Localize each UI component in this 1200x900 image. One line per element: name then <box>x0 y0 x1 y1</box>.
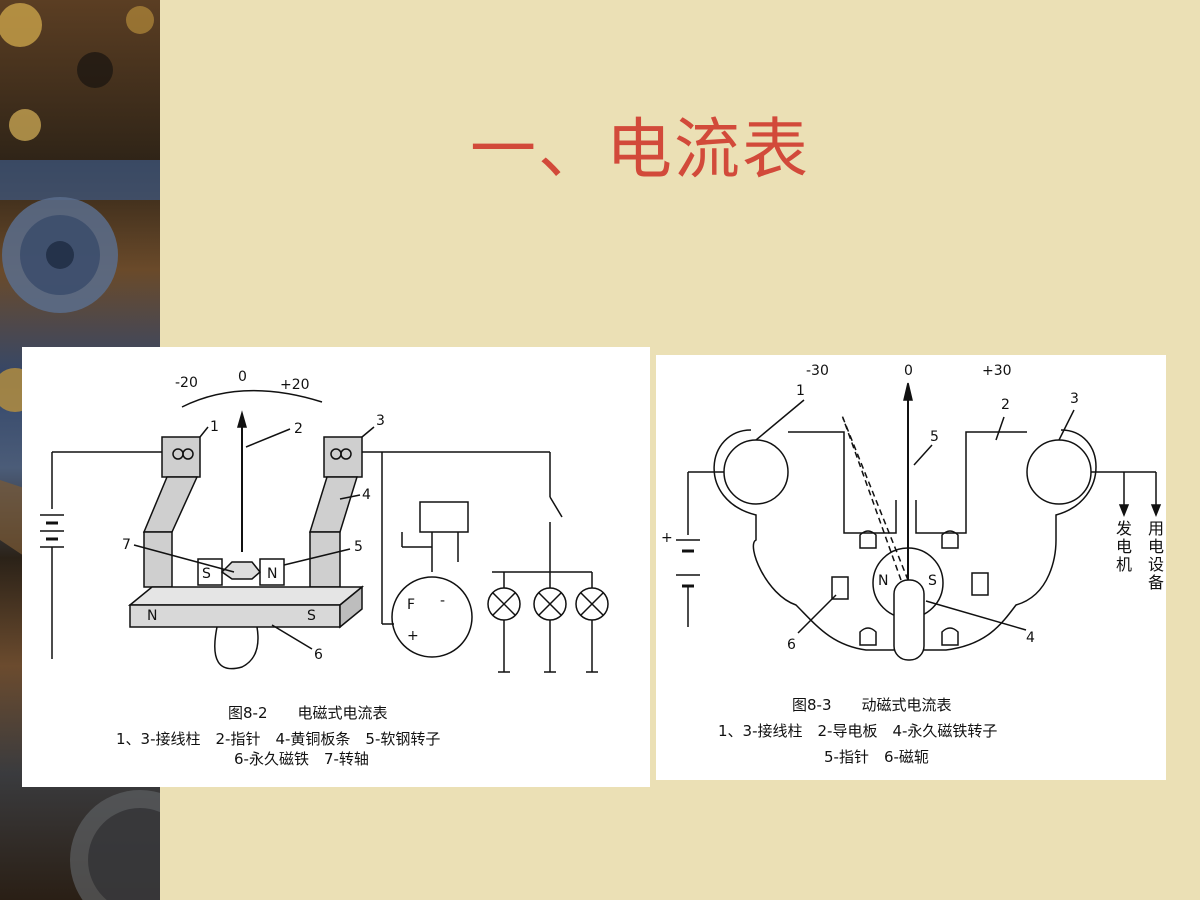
generator-label: - <box>440 593 446 609</box>
conductive-plate-inner <box>788 431 897 534</box>
yoke-tab <box>859 627 877 646</box>
callout-leader <box>755 399 805 441</box>
conductive-plate-inner <box>915 431 1027 534</box>
pointer-deflected <box>842 417 902 581</box>
scale-label: +30 <box>982 363 1012 379</box>
callout-leader <box>995 416 1005 441</box>
scale-label: 0 <box>238 369 247 385</box>
left-terminal-brass-strip <box>142 436 201 588</box>
moving-magnet-ammeter-diagram <box>676 382 1162 661</box>
right-terminal-circle <box>1026 439 1092 505</box>
battery-symbol <box>676 539 700 588</box>
generator-side-label: 发电机 <box>1115 519 1132 574</box>
callout-leader <box>913 444 933 466</box>
callout-label: 2 <box>294 421 303 437</box>
callout-label: 1 <box>210 419 219 435</box>
regulator-box <box>419 501 469 533</box>
callout-leader <box>925 600 1027 631</box>
generator-label: + <box>407 628 419 644</box>
callout-leader <box>797 594 837 634</box>
scale-label: -20 <box>175 375 198 391</box>
figure-caption-title: 图8-3 动磁式电流表 <box>792 696 952 714</box>
magnetic-yoke <box>831 576 849 600</box>
pointer-tip <box>237 410 247 428</box>
scale-label: -30 <box>806 363 829 379</box>
switch-blade <box>549 496 563 518</box>
figure-caption-line: 6-永久磁铁 7-转轴 <box>234 750 369 768</box>
yoke-tab <box>941 627 959 646</box>
callout-leader <box>283 548 351 566</box>
callout-label: 3 <box>376 413 385 429</box>
figure-moving-magnet-ammeter: -30 0 +30 1 2 3 4 5 6 N S + 发电机 用电设备 图8-… <box>656 355 1166 780</box>
slide-title: 一、电流表 <box>470 111 810 188</box>
figure-caption-title: 图8-2 电磁式电流表 <box>228 704 388 722</box>
generator-symbol <box>391 576 473 658</box>
soft-steel-rotor <box>220 561 262 580</box>
right-terminal-brass-strip <box>308 436 363 588</box>
magnet-top-face <box>127 586 365 606</box>
load-side-label: 用电设备 <box>1147 519 1164 592</box>
callout-leader <box>245 428 291 448</box>
magnetic-yoke <box>971 572 989 596</box>
callout-label: 3 <box>1070 391 1079 407</box>
callout-label: 5 <box>930 429 939 445</box>
scale-arc <box>181 389 323 408</box>
magnet-pole-label: S <box>202 566 211 582</box>
callout-label: 7 <box>122 537 131 553</box>
polarity-label: + <box>661 530 673 546</box>
figure-caption-line: 5-指针 6-磁轭 <box>824 748 929 766</box>
callout-label: 2 <box>1001 397 1010 413</box>
callout-leader <box>271 624 313 650</box>
callout-label: 4 <box>1026 630 1035 646</box>
pointer-deflected <box>840 412 909 581</box>
figure-caption-line: 1、3-接线柱 2-导电板 4-永久磁铁转子 <box>718 722 998 740</box>
lamp-symbol <box>575 587 609 621</box>
arrow <box>1150 504 1162 518</box>
callout-label: 6 <box>787 637 796 653</box>
left-terminal-circle <box>723 439 789 505</box>
magnet-pole-label: N <box>147 608 158 624</box>
pointer-tip <box>903 382 913 401</box>
rotor-shaft <box>893 579 925 661</box>
callout-label: 4 <box>362 487 371 503</box>
battery-symbol <box>40 514 64 548</box>
callout-leader <box>133 544 235 573</box>
lamp-symbol <box>487 587 521 621</box>
scale-label: +20 <box>280 377 310 393</box>
callout-leader <box>339 494 361 500</box>
terminal-screw <box>182 448 194 460</box>
electromagnetic-ammeter-diagram <box>40 389 609 673</box>
magnet-end-face <box>339 585 363 629</box>
magnet-pole-label: N <box>267 566 278 582</box>
magnet-pole-label: S <box>928 573 937 589</box>
callout-label: 5 <box>354 539 363 555</box>
magnet-pole-label: N <box>878 573 889 589</box>
yoke-tab <box>941 530 959 549</box>
yoke-tab <box>859 530 877 549</box>
callout-leader <box>199 426 209 438</box>
arrow <box>1118 504 1130 518</box>
callout-leader <box>361 426 375 438</box>
generator-label: F <box>407 597 416 613</box>
scale-label: 0 <box>904 363 913 379</box>
lamp-symbol <box>533 587 567 621</box>
magnet-pole-label: S <box>307 608 316 624</box>
figure-caption-line: 1、3-接线柱 2-指针 4-黄铜板条 5-软钢转子 <box>116 730 441 748</box>
figure-electromagnetic-ammeter: -20 0 +20 1 2 3 4 5 6 7 S N N S F - + 图8… <box>22 347 650 787</box>
terminal-screw <box>340 448 352 460</box>
callout-label: 6 <box>314 647 323 663</box>
callout-label: 1 <box>796 383 805 399</box>
magnetic-field-loop <box>214 626 259 670</box>
callout-leader <box>1058 409 1075 441</box>
